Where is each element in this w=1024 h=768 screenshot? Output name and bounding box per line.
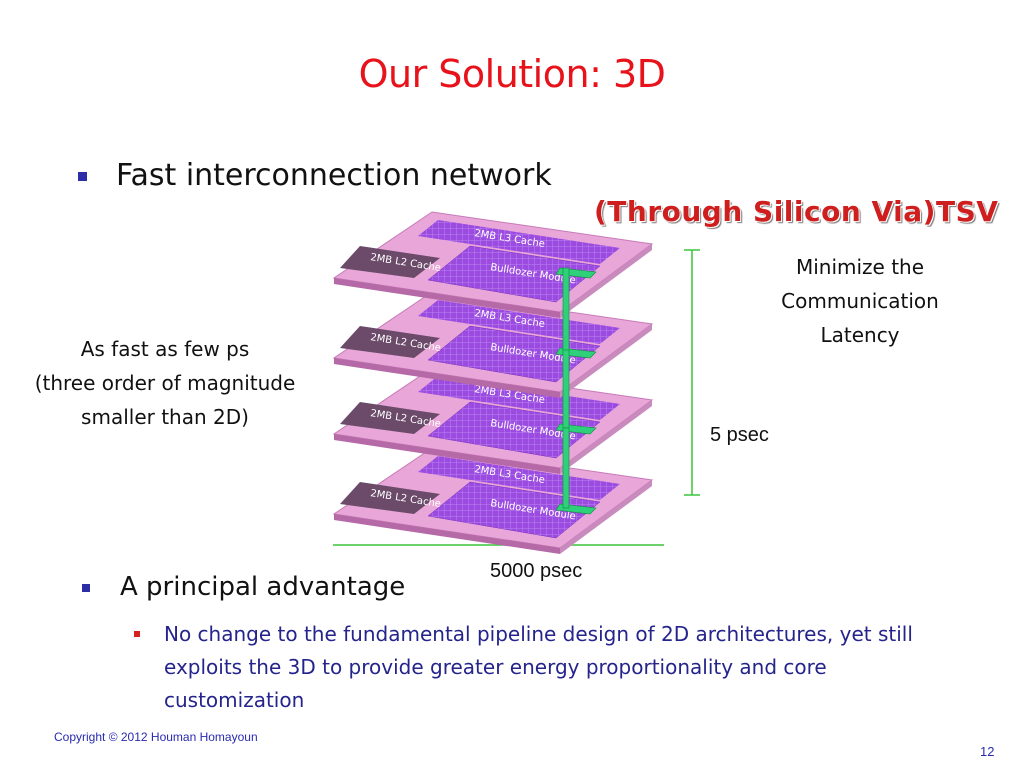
page-number: 12 bbox=[980, 744, 995, 759]
tsv-column bbox=[562, 267, 570, 353]
bullet-fast-interconnect: Fast interconnection network bbox=[78, 158, 552, 193]
minimize-line: Communication bbox=[781, 289, 939, 313]
tsv-label: (Through Silicon Via)TSV bbox=[594, 195, 999, 228]
tsv-column bbox=[562, 427, 570, 509]
slide-title: Our Solution: 3D bbox=[358, 52, 666, 96]
red-square-bullet-icon bbox=[134, 631, 140, 637]
bullet-principal-advantage: A principal advantage bbox=[82, 572, 405, 602]
bullet-text: A principal advantage bbox=[120, 572, 406, 602]
horizontal-measure-label: 5000 psec bbox=[490, 560, 583, 582]
minimize-line: Minimize the bbox=[795, 255, 925, 279]
bullet-text: Fast interconnection network bbox=[116, 158, 552, 193]
fast-line: (three order of magnitude bbox=[34, 371, 296, 395]
minimize-latency-text: Minimize the Communication Latency bbox=[742, 250, 978, 352]
square-bullet-icon bbox=[78, 172, 87, 181]
tsv-column bbox=[562, 349, 570, 429]
fast-line: smaller than 2D) bbox=[81, 405, 249, 429]
vertical-measure-label: 5 psec bbox=[710, 424, 769, 446]
square-bullet-icon bbox=[82, 584, 90, 592]
sub-bullet-text: No change to the fundamental pipeline de… bbox=[164, 622, 913, 712]
fast-ps-text: As fast as few ps (three order of magnit… bbox=[0, 332, 330, 434]
fast-line: As fast as few ps bbox=[80, 337, 250, 361]
copyright-footer: Copyright © 2012 Houman Homayoun bbox=[54, 730, 258, 744]
minimize-line: Latency bbox=[820, 323, 900, 347]
sub-bullet-pipeline: No change to the fundamental pipeline de… bbox=[134, 618, 934, 717]
